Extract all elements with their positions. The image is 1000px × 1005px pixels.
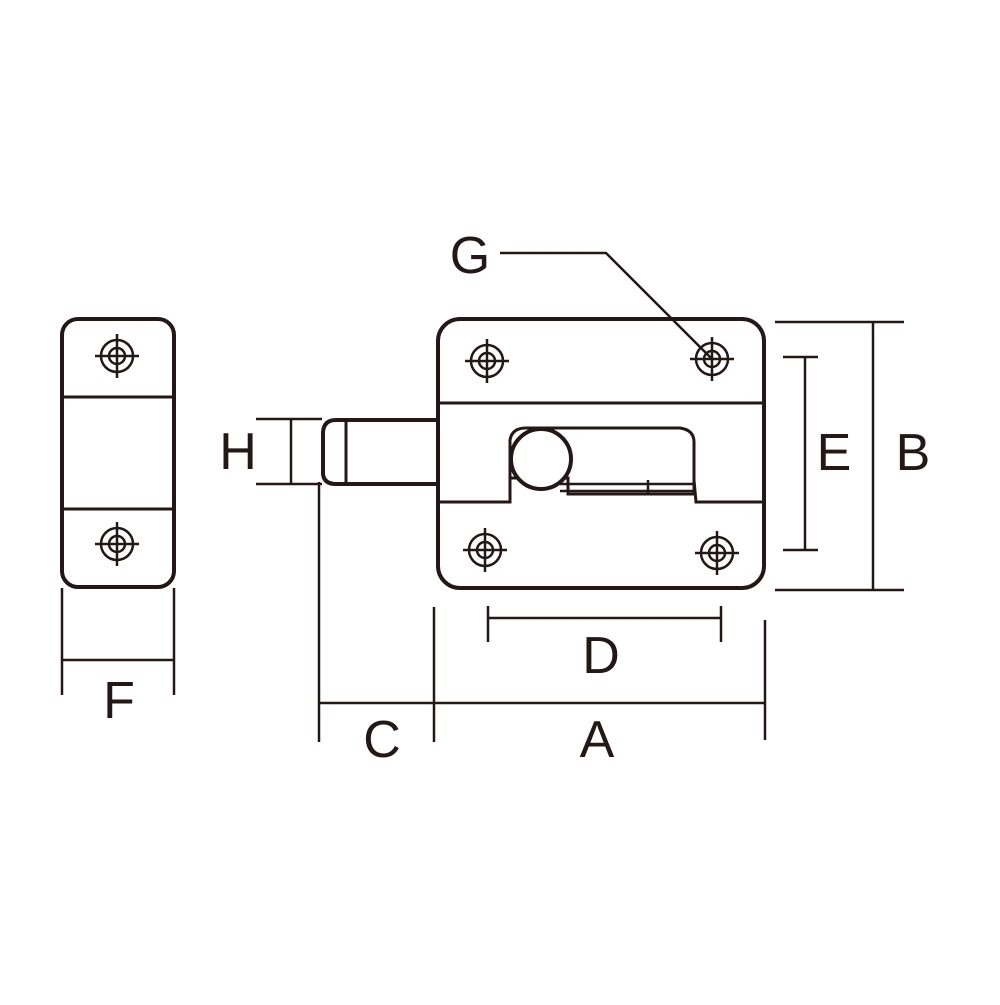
- screw-hole-icon: [95, 334, 139, 378]
- screw-hole-icon: [695, 531, 739, 575]
- bolt-main-view: [321, 317, 766, 590]
- base-plate-outline: [436, 317, 766, 590]
- bolt-slot: [508, 426, 696, 480]
- label-e: E: [817, 424, 852, 482]
- housing-band: [438, 401, 764, 504]
- screw-hole-icon: [463, 528, 507, 572]
- strike-plate-outline: [60, 317, 176, 589]
- label-d: D: [582, 627, 620, 685]
- dimension-a: A: [434, 620, 767, 769]
- slide-rail: [560, 480, 694, 494]
- label-h: H: [219, 423, 257, 481]
- dimension-e: E: [783, 355, 852, 552]
- dimension-f: F: [60, 588, 176, 730]
- dimension-d: D: [486, 606, 723, 685]
- dimension-h: H: [219, 417, 322, 486]
- label-c: C: [363, 711, 401, 769]
- label-a: A: [580, 711, 615, 769]
- bolt-pin: [321, 418, 438, 486]
- dimension-c: C: [317, 482, 436, 769]
- screw-hole-icon: [95, 522, 139, 566]
- label-g: G: [450, 227, 490, 285]
- label-f: F: [103, 672, 135, 730]
- bolt-knob: [509, 427, 573, 491]
- label-b: B: [896, 424, 931, 482]
- dimension-b: B: [775, 320, 931, 592]
- screw-hole-icon: [465, 339, 509, 383]
- dimension-g: G: [450, 227, 713, 360]
- strike-plate-view: [60, 317, 176, 589]
